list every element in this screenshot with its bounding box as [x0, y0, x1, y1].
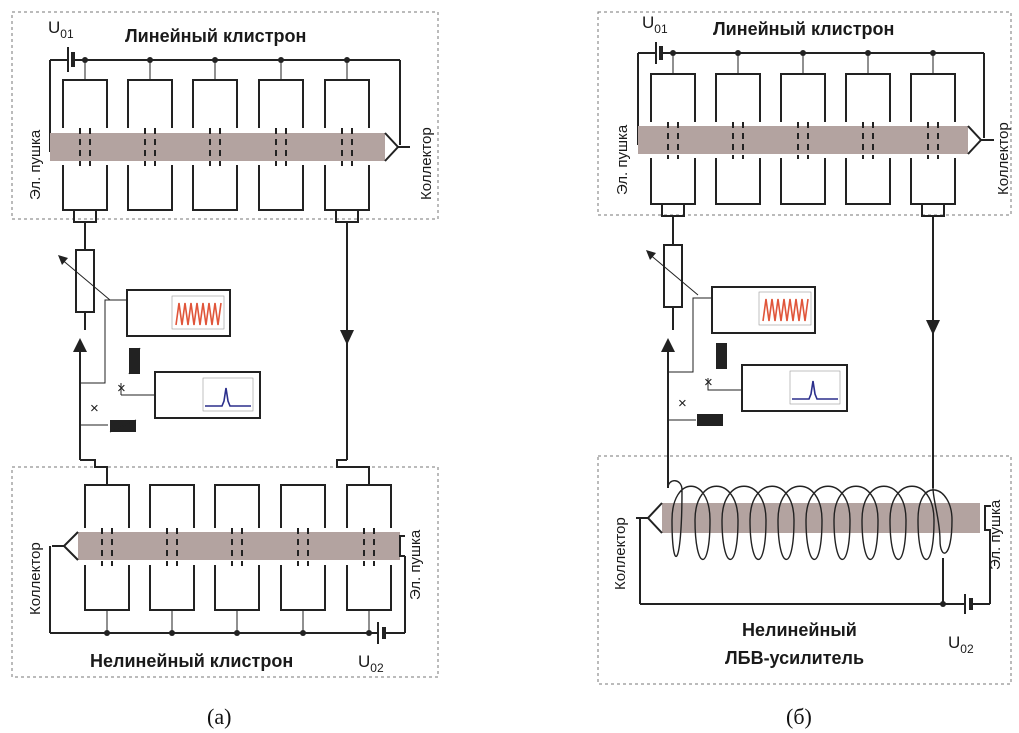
nonlinear-klystron-title: Нелинейный клистрон — [90, 651, 293, 671]
mixer-symbol-b2: × — [678, 395, 687, 412]
linear-klystron-frame — [11, 11, 439, 220]
electron-beam-bottom — [78, 532, 400, 560]
u01-label: U01 — [48, 18, 74, 41]
spectrum-trace — [205, 387, 251, 407]
nonlinear-klystron-frame — [11, 466, 439, 678]
collector-label-bottom: Коллектор — [27, 542, 44, 615]
collector-label-top-b: Коллектор — [995, 122, 1012, 195]
mixer-symbol-2: × — [90, 400, 99, 417]
collector-symbol-top — [384, 132, 410, 162]
linear-klystron-frame-b — [597, 11, 1012, 216]
detector-icon-b — [716, 343, 727, 369]
oscillogram-trace-b — [762, 298, 809, 322]
bus-dots-top — [82, 57, 350, 80]
battery-u02-b — [639, 518, 991, 614]
gun-label-twt: Эл. пушка — [987, 499, 1004, 570]
gun-label-top: Эл. пушка — [27, 129, 44, 200]
output-loop-5-b — [921, 204, 945, 488]
cavity-resonators-top-b — [650, 73, 956, 205]
gun-label-top-b: Эл. пушка — [614, 124, 631, 195]
panel-b: Линейный клистрон U01 — [597, 11, 1012, 729]
arrow-down — [340, 330, 354, 345]
arrow-up — [73, 338, 87, 352]
u02-label-b: U02 — [948, 633, 974, 656]
u01-label-b: U01 — [642, 13, 668, 36]
battery-u02 — [49, 546, 406, 644]
helix — [667, 480, 953, 561]
collector-symbol-top-b — [967, 125, 994, 155]
twt-amplifier-frame — [597, 455, 1012, 685]
caption-a: (а) — [207, 704, 231, 729]
panel-a: Линейный клистрон U01 — [11, 11, 439, 729]
caption-b: (б) — [786, 704, 812, 729]
arrow-up-b — [661, 338, 675, 352]
attenuator-arrow — [59, 257, 111, 301]
linear-klystron-title: Линейный клистрон — [125, 26, 306, 46]
output-loop-1-b — [661, 204, 685, 245]
gun-label-bottom: Эл. пушка — [407, 529, 424, 600]
collector-label-twt: Коллектор — [612, 517, 629, 590]
oscillogram-trace — [175, 302, 222, 326]
collector-symbol-bottom — [52, 531, 79, 561]
twt-title-line1: Нелинейный — [742, 620, 857, 640]
u02-label: U02 — [358, 652, 384, 675]
variable-attenuator-b — [663, 244, 683, 308]
cavity-resonators-top — [62, 79, 370, 211]
linear-klystron-title-b: Линейный клистрон — [713, 19, 894, 39]
collector-symbol-twt — [636, 502, 663, 534]
variable-attenuator — [75, 249, 95, 313]
arrow-down-b — [926, 320, 940, 335]
twt-title-line2: ЛБВ-усилитель — [725, 648, 864, 668]
output-loop-1 — [73, 210, 97, 250]
battery-u01-b — [637, 42, 985, 145]
electron-beam-top — [50, 133, 385, 161]
detector-icon-b2 — [697, 414, 723, 426]
electron-beam-top-b — [638, 126, 968, 154]
collector-label-top: Коллектор — [418, 127, 435, 200]
gun-symbol-twt — [984, 505, 991, 531]
spectrum-trace-b — [792, 380, 838, 400]
gun-symbol-bottom — [399, 535, 405, 557]
